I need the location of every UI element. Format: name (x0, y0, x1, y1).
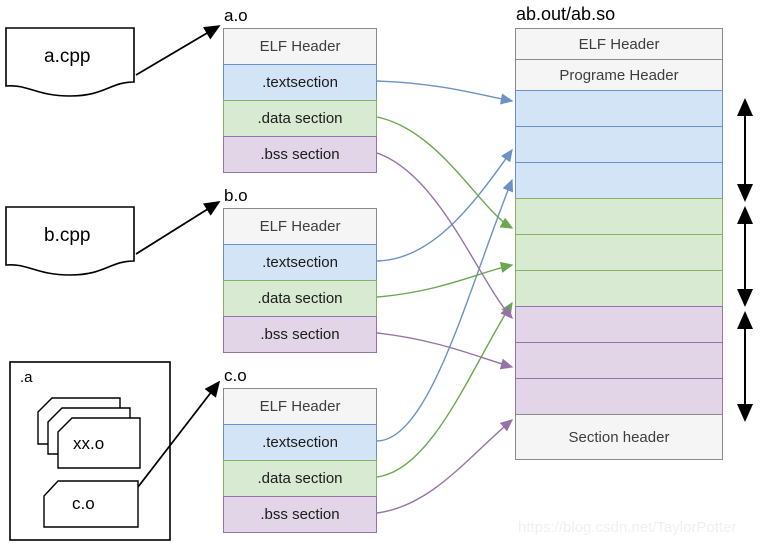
output-row-data-3 (515, 270, 723, 307)
object-a-o-row-data-section: .data section (223, 100, 377, 137)
object-a-o-row-text-section: .textsection (223, 64, 377, 101)
archive-member-card-c-o (43, 480, 139, 528)
archive-member-card-xx-o (57, 417, 141, 469)
source-label-a-cpp: a.cpp (44, 46, 91, 67)
link-c-data-to-out-data3 (376, 301, 513, 478)
link-a-text-to-out-text1 (376, 80, 514, 105)
output-row-section-header: Section header (515, 414, 723, 460)
object-b-o-row-data-section: .data section (223, 280, 377, 317)
object-label-b-o: b.o (224, 186, 248, 205)
link-c-text-to-out-text3 (376, 178, 514, 442)
archive-member-label-c-o: c.o (72, 494, 95, 513)
output-row-text-1 (515, 90, 723, 127)
output-row-program-header: Programe Header (515, 59, 723, 91)
source-doc-a-cpp-shape (5, 27, 135, 97)
output-label: ab.out/ab.so (516, 4, 616, 24)
arrow-archive-to-c-o (137, 380, 221, 488)
link-a-data-to-out-data1 (376, 116, 514, 229)
watermark-text: https://blog.csdn.net/TaylorPotter (518, 519, 737, 536)
archive-member-label-xx-o: xx.o (73, 434, 105, 453)
object-label-c-o: c.o (224, 366, 247, 385)
link-b-bss-to-out-bss2 (376, 332, 514, 370)
output-row-data-2 (515, 234, 723, 271)
output-row-text-2 (515, 126, 723, 163)
output-row-text-3 (515, 162, 723, 199)
object-c-o-row-data-section: .data section (223, 460, 377, 497)
archive-label: .a (20, 369, 33, 386)
output-row-elf-header: ELF Header (515, 28, 723, 60)
output-row-data-1 (515, 198, 723, 235)
object-b-o-row-bss-section: .bss section (223, 316, 377, 353)
arrow-a-cpp-to-a-o (135, 25, 221, 76)
object-c-o-row-bss-section: .bss section (223, 496, 377, 533)
link-b-data-to-out-data2 (376, 261, 514, 298)
source-label-b-cpp: b.cpp (44, 225, 91, 246)
output-row-bss-1 (515, 306, 723, 343)
object-b-o-row-elf-header: ELF Header (223, 208, 377, 245)
object-block-a-o: ELF Header .textsection .data section .b… (223, 28, 377, 173)
link-a-bss-to-out-bss1 (376, 152, 513, 320)
object-label-a-o: a.o (224, 6, 248, 25)
output-block: ELF Header Programe Header Section heade… (515, 28, 723, 460)
arrow-b-cpp-to-b-o (135, 201, 221, 255)
object-a-o-row-bss-section: .bss section (223, 136, 377, 173)
object-block-b-o: ELF Header .textsection .data section .b… (223, 208, 377, 353)
object-c-o-row-elf-header: ELF Header (223, 388, 377, 425)
output-row-bss-2 (515, 342, 723, 379)
object-block-c-o: ELF Header .textsection .data section .b… (223, 388, 377, 533)
source-doc-b-cpp-shape (5, 206, 135, 276)
output-row-bss-3 (515, 378, 723, 415)
link-b-text-to-out-text2 (376, 148, 513, 262)
object-b-o-row-text-section: .textsection (223, 244, 377, 281)
object-a-o-row-elf-header: ELF Header (223, 28, 377, 65)
link-c-bss-to-out-bss3 (376, 419, 514, 514)
object-c-o-row-text-section: .textsection (223, 424, 377, 461)
